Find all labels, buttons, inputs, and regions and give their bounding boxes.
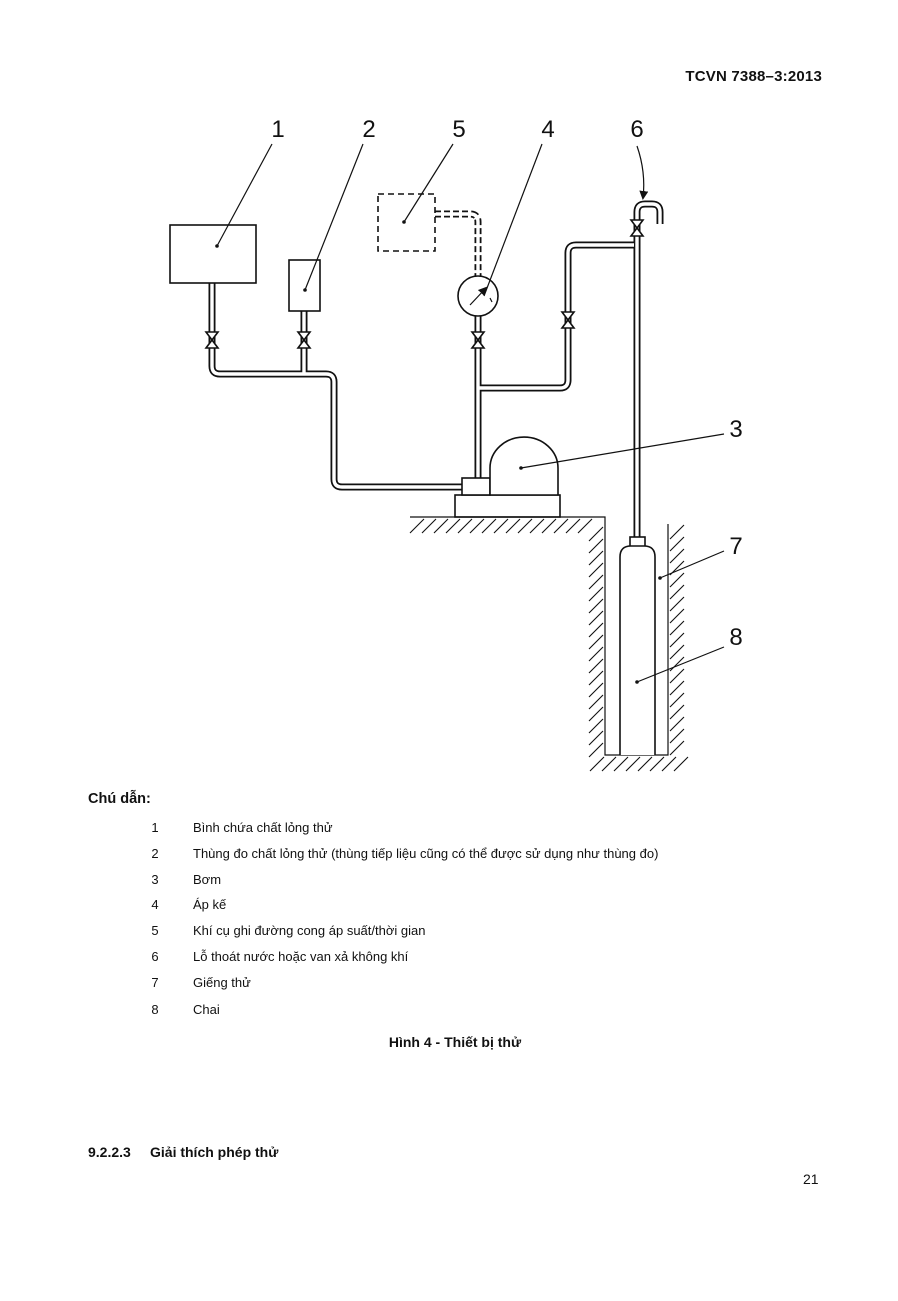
page-number: 21	[803, 1171, 819, 1187]
legend-item-number: 3	[151, 872, 159, 887]
pressure-gauge	[457, 275, 499, 317]
legend-item-number: 7	[151, 975, 159, 990]
standard-identifier: TCVN 7388–3:2013	[685, 68, 822, 85]
gauge-needle	[469, 286, 488, 306]
well-left-wall-hatching	[588, 526, 604, 758]
legend-item: 8 Chai	[0, 1002, 898, 1018]
test-liquid-tank	[169, 224, 257, 284]
legend-item-number: 5	[151, 923, 159, 938]
leader-line-5	[403, 143, 454, 223]
leader-dot-2	[303, 288, 307, 292]
legend-item-number: 6	[151, 949, 159, 964]
legend-item-number: 2	[151, 846, 159, 861]
legend-item-number: 1	[151, 820, 159, 835]
vent-valve-icon	[629, 219, 645, 237]
legend-item: 2 Thùng đo chất lỏng thử (thùng tiếp liệ…	[0, 846, 898, 862]
leader-dot-5	[402, 220, 406, 224]
callout-labels: 1 2 5 4 6 3 7 8	[271, 116, 742, 651]
valves	[204, 219, 645, 349]
legend-item-text: Giếng thử	[193, 975, 251, 990]
ground-hatching	[409, 518, 593, 534]
apparatus-diagram: 1 2 5 4 6 3 7 8	[169, 116, 743, 772]
legend-item: 6 Lỗ thoát nước hoặc van xả không khí	[0, 949, 898, 965]
legend-item-number: 4	[151, 897, 159, 912]
pipe-branch-to-bottle	[478, 241, 634, 392]
valve-icon	[470, 331, 486, 349]
leader-line-4	[483, 143, 543, 297]
callout-6: 6	[630, 116, 643, 143]
leader-line-1	[216, 143, 273, 247]
leader-dot-1	[215, 244, 219, 248]
legend-item: 7 Giếng thử	[0, 975, 898, 991]
well-right-wall-hatching	[669, 524, 685, 756]
pump-dome	[489, 436, 559, 496]
measuring-tank	[288, 259, 321, 312]
gauge-scale-mark	[489, 297, 493, 303]
callout-1: 1	[271, 116, 284, 143]
callout-4: 4	[541, 116, 554, 143]
ground-and-well-outline	[410, 516, 669, 756]
leader-dot-8	[635, 680, 639, 684]
legend-item-text: Bơm	[193, 872, 222, 887]
pipe-recorder-link-core	[435, 212, 480, 277]
legend-item: 1 Bình chứa chất lỏng thử	[0, 820, 898, 836]
pump	[454, 436, 561, 518]
callout-8: 8	[729, 624, 742, 651]
legend-item: 5 Khí cụ ghi đường cong áp suất/thời gia…	[0, 923, 898, 939]
valve-icon	[204, 331, 220, 349]
figure-caption: Hình 4 - Thiết bị thử	[388, 1034, 522, 1050]
recorder-box	[377, 193, 436, 252]
pipe-vent-hook-core	[635, 202, 662, 226]
leader-arrow-6	[636, 145, 649, 200]
section-title: Giải thích phép thử	[150, 1144, 279, 1160]
section-number: 9.2.2.3	[88, 1144, 131, 1160]
leader-line-8	[636, 646, 725, 683]
legend-item-text: Áp kế	[193, 897, 227, 912]
test-bottle	[619, 536, 656, 755]
leader-line-2	[304, 143, 364, 291]
leader-dot-3	[519, 466, 523, 470]
pump-inlet-block	[461, 477, 491, 496]
legend-title: Chú dẫn:	[88, 791, 151, 807]
pipe-tank-to-pump-core	[210, 283, 463, 489]
leader-line-3	[520, 433, 725, 469]
valve-icon	[296, 331, 312, 349]
pump-base	[454, 494, 561, 518]
leader-line-7	[659, 550, 725, 579]
section-heading: 9.2.2.3 Giải thích phép thử	[88, 1144, 488, 1162]
callout-5: 5	[452, 116, 465, 143]
legend-item-number: 8	[151, 1002, 159, 1017]
valve-icon	[560, 311, 576, 329]
legend-item-text: Lỗ thoát nước hoặc van xả không khí	[193, 949, 409, 964]
leader-lines	[215, 143, 725, 684]
pipe-recorder-link	[435, 210, 482, 277]
legend-item-text: Chai	[193, 1002, 220, 1017]
callout-7: 7	[729, 533, 742, 560]
legend-item-text: Khí cụ ghi đường cong áp suất/thời gian	[193, 923, 426, 938]
pipe-branch-to-bottle-core	[478, 243, 634, 390]
pipe-tank-to-pump	[208, 283, 463, 491]
callout-3: 3	[729, 416, 742, 443]
well-bottom-hatching	[589, 756, 689, 772]
legend-item-text: Bình chứa chất lỏng thử	[193, 820, 333, 835]
leader-dot-7	[658, 576, 662, 580]
callout-2: 2	[362, 116, 375, 143]
bottle-body	[619, 545, 656, 755]
legend-item: 4 Áp kế	[0, 897, 898, 913]
legend-item: 3 Bơm	[0, 872, 898, 888]
legend-item-text: Thùng đo chất lỏng thử (thùng tiếp liệu …	[193, 846, 659, 861]
